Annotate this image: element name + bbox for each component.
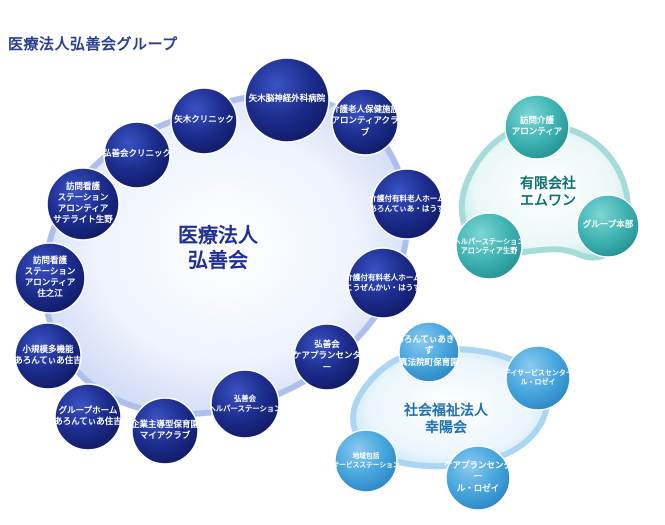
kouyoukai-member-circle [398, 321, 460, 383]
kouzenkai-member-circle [331, 88, 399, 156]
kouyoukai-member-circle [505, 345, 571, 411]
kouzenkai-member-circle [14, 242, 86, 314]
kouzenkai-member-circle [293, 323, 361, 391]
kouzenkai-member-circle [46, 167, 120, 241]
kouzenkai-member-circle [347, 247, 419, 319]
emuwan-member-circle [455, 212, 523, 280]
emuwan-member-circle [576, 194, 640, 258]
kouzenkai-member-circle [210, 369, 280, 439]
emuwan-group-name: 有限会社 エムワン [520, 175, 576, 210]
kouzenkai-group-name: 医療法人 弘善会 [178, 223, 258, 272]
kouzenkai-member-circle [244, 57, 330, 143]
kouzenkai-member-circle [371, 168, 443, 240]
kouyoukai-member-circle [334, 429, 398, 493]
kouzenkai-member-circle [54, 383, 122, 451]
kouyoukai-group-name: 社会福祉法人 幸陽会 [404, 402, 488, 437]
kouzenkai-member-circle [131, 397, 199, 465]
emuwan-member-circle [504, 94, 570, 160]
kouzenkai-member-circle [103, 121, 171, 189]
kouzenkai-member-circle [14, 322, 82, 390]
page-title: 医療法人弘善会グループ [8, 35, 178, 53]
kouzenkai-member-circle [170, 87, 238, 155]
kouyoukai-member-circle [445, 445, 511, 511]
